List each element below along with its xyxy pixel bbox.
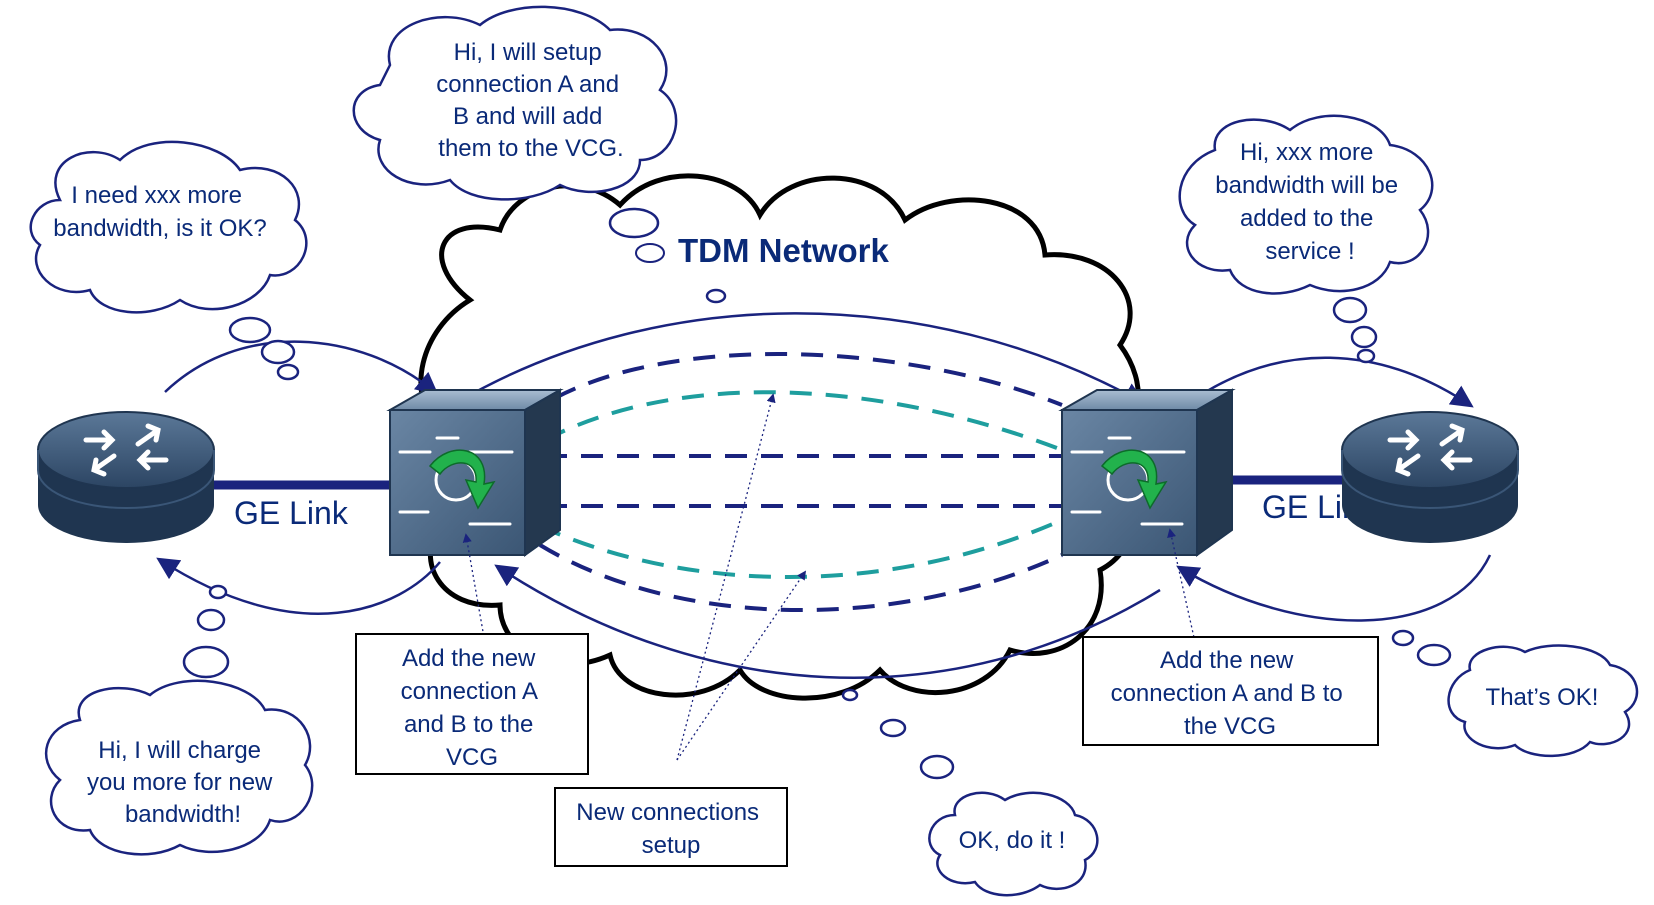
bottom-left-link-arc [156,557,441,615]
box-left-vcg-text: Add the new connection A and B to the VC… [401,645,544,771]
box-right-vcg-text: Add the new connection A and B to the VC… [1111,647,1350,740]
bubble-need-bandwidth [29,140,308,314]
ge-link-left-label: GE Link [234,495,349,531]
bubble-tail [208,584,228,600]
bubble-thats-ok-text: That’s OK! [1486,684,1599,711]
bubble-tail [919,754,955,780]
rotate-arrow-icon [1100,449,1168,510]
bubble-bandwidth-added-text: Hi, xxx more bandwidth will be added to … [1215,139,1404,265]
bubble-tail [276,363,300,381]
bubble-tail [1416,643,1452,667]
bubble-tail [196,608,226,632]
box-new-connections-text: New connections setup [576,799,765,859]
bubble-thats-ok [1447,644,1639,758]
top-overlay-arc [469,312,1146,405]
left-mstp-switch [386,388,564,557]
vc-path-navy-4 [538,543,1063,612]
bubble-setup-connection [352,5,678,201]
router-arrows-icon [1387,423,1473,477]
bottom-right-link-arc [1176,554,1492,622]
bubble-tail [1350,325,1378,349]
box-right-vcg: Add the new connection A and B to the VC… [1082,636,1379,746]
bubble-tail [228,316,272,344]
tdm-network-cloud [409,173,1141,701]
bubble-tail [879,718,907,738]
router-arrows-icon [83,423,169,477]
bubble-bandwidth-added [1178,114,1434,295]
bubble-tail [1332,296,1368,324]
box-new-connections: New connections setup [554,787,788,867]
bubble-need-bandwidth-text: I need xxx more bandwidth, is it OK? [53,182,266,242]
rotate-arrow-icon [428,449,496,510]
vc-path-teal-a [544,390,1063,452]
bubble-tail [841,688,859,702]
bubble-tail [260,339,296,365]
bubble-ok-do-it [928,791,1099,897]
box-left-vcg: Add the new connection A and B to the VC… [355,633,589,775]
bubble-tail [1356,348,1376,364]
top-right-link-arc [1189,356,1474,408]
pointer-right-box [1167,528,1196,643]
vc-path-teal-b [539,518,1063,579]
right-router [1341,411,1519,543]
bubble-tail [1391,629,1415,647]
bubble-ok-do-it-text: OK, do it ! [959,827,1066,854]
top-left-link-arc [164,340,439,395]
bubble-tail [608,207,660,239]
cloud-puff [635,243,665,263]
bottom-overlay-arc [494,564,1161,680]
right-mstp-switch [1058,388,1236,557]
bubble-tail [182,645,230,679]
bubble-tail [705,288,727,304]
bubble-charge-more-text: Hi, I will charge you more for new bandw… [87,737,279,828]
bubble-charge-more [44,679,314,856]
tdm-network-title: TDM Network [678,232,889,269]
bubble-setup-connection-text: Hi, I will setup connection A and B and … [436,39,626,162]
left-router [37,411,215,543]
vc-path-navy-1 [523,352,1063,419]
